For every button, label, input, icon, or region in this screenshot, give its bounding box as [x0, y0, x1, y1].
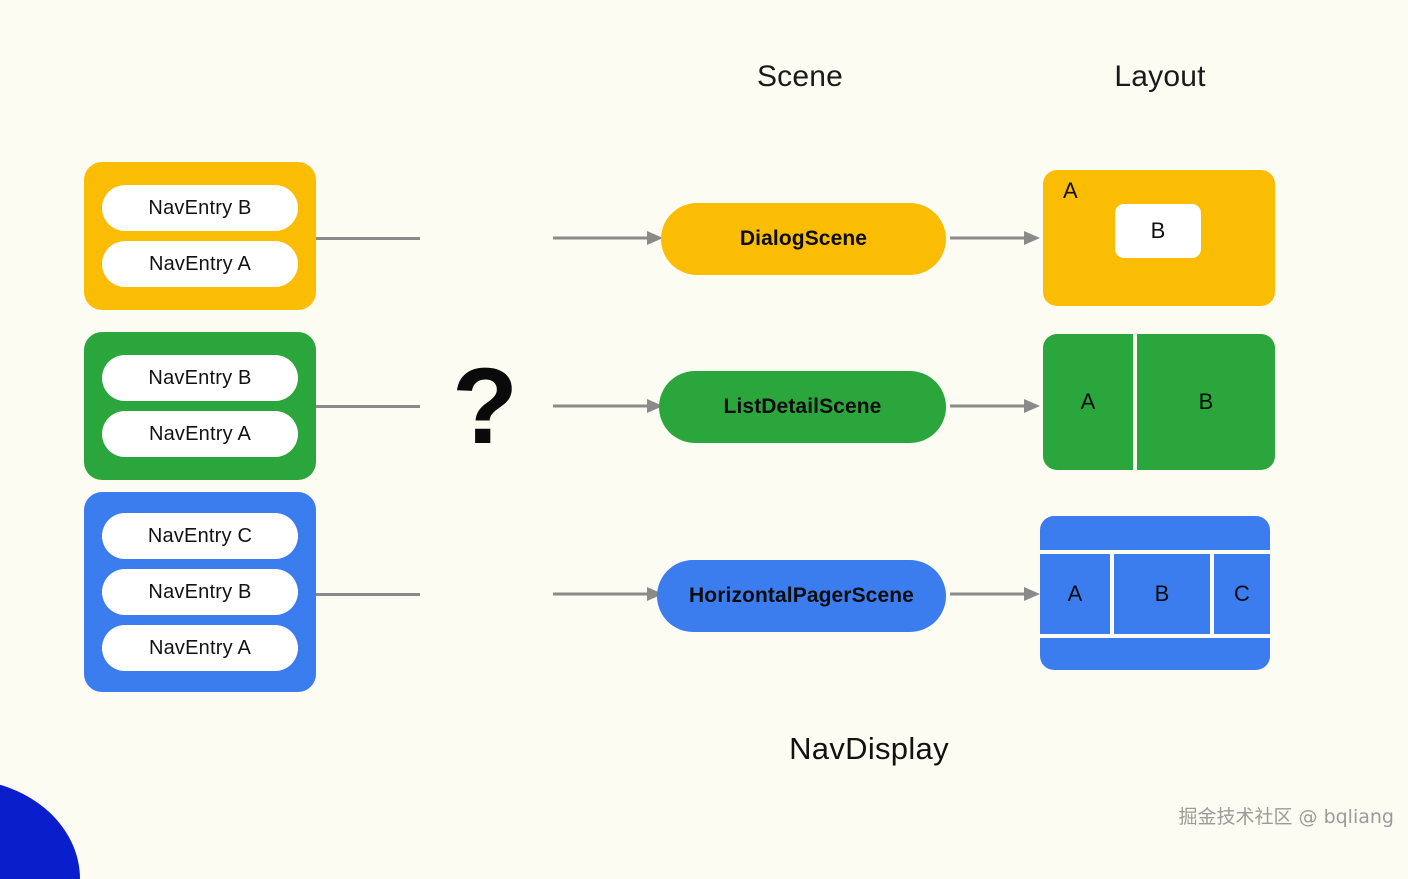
caption-navdisplay: NavDisplay	[789, 731, 949, 766]
back-stack-card-pager: NavEntry C NavEntry B NavEntry A	[84, 492, 316, 692]
back-stack-card-dialog: NavEntry B NavEntry A	[84, 162, 316, 310]
column-header-scene: Scene	[756, 60, 844, 93]
column-header-layout: Layout	[1114, 60, 1206, 93]
layout-pane-b: B	[1198, 389, 1214, 414]
scene-pill-pager: HorizontalPagerScene	[657, 560, 946, 632]
arrow-question-to-scene-pager	[553, 587, 663, 601]
nav-entry-item: NavEntry B	[102, 569, 298, 615]
nav-entry-item: NavEntry A	[102, 411, 298, 457]
layout-band-bottom	[1040, 634, 1270, 638]
layout-pane-c: C	[1234, 581, 1250, 606]
layout-pane-label-a: A	[1063, 178, 1078, 203]
nav-entry-item: NavEntry A	[102, 241, 298, 287]
corner-accent-shape	[0, 779, 80, 879]
back-stack-card-list-detail: NavEntry B NavEntry A	[84, 332, 316, 480]
layout-divider	[1110, 554, 1114, 634]
arrow-scene-to-layout-list-detail	[950, 399, 1040, 413]
layout-pane-a: A	[1080, 389, 1096, 414]
layout-pane-b: B	[1154, 581, 1170, 606]
layout-preview-list-detail: A B	[1043, 334, 1275, 470]
layout-pane-a: A	[1067, 581, 1083, 606]
layout-preview-pager: A B C	[1040, 516, 1270, 670]
nav-entry-item: NavEntry C	[102, 513, 298, 559]
diagram-canvas: Scene Layout NavEntry B NavEntry A Dialo…	[0, 60, 1394, 879]
layout-divider	[1133, 334, 1137, 470]
nav-entry-item: NavEntry A	[102, 625, 298, 671]
question-mark-symbol: ?	[452, 345, 518, 466]
watermark-text: 掘金技术社区 @ bqliang	[1178, 806, 1394, 828]
connector-stack-to-question-dialog	[316, 237, 420, 240]
layout-dialog-window: B	[1115, 204, 1201, 258]
layout-band-top	[1040, 550, 1270, 554]
layout-divider	[1210, 554, 1214, 634]
connector-stack-to-question-pager	[316, 593, 420, 596]
scene-pill-dialog: DialogScene	[661, 203, 946, 275]
arrow-scene-to-layout-dialog	[950, 231, 1040, 245]
connector-stack-to-question-list-detail	[316, 405, 420, 408]
arrow-question-to-scene-list-detail	[553, 399, 663, 413]
arrow-scene-to-layout-pager	[950, 587, 1040, 601]
layout-pager-row: A B C	[1040, 554, 1270, 634]
arrow-question-to-scene-dialog	[553, 231, 663, 245]
nav-entry-item: NavEntry B	[102, 355, 298, 401]
scene-pill-list-detail: ListDetailScene	[659, 371, 946, 443]
nav-entry-item: NavEntry B	[102, 185, 298, 231]
